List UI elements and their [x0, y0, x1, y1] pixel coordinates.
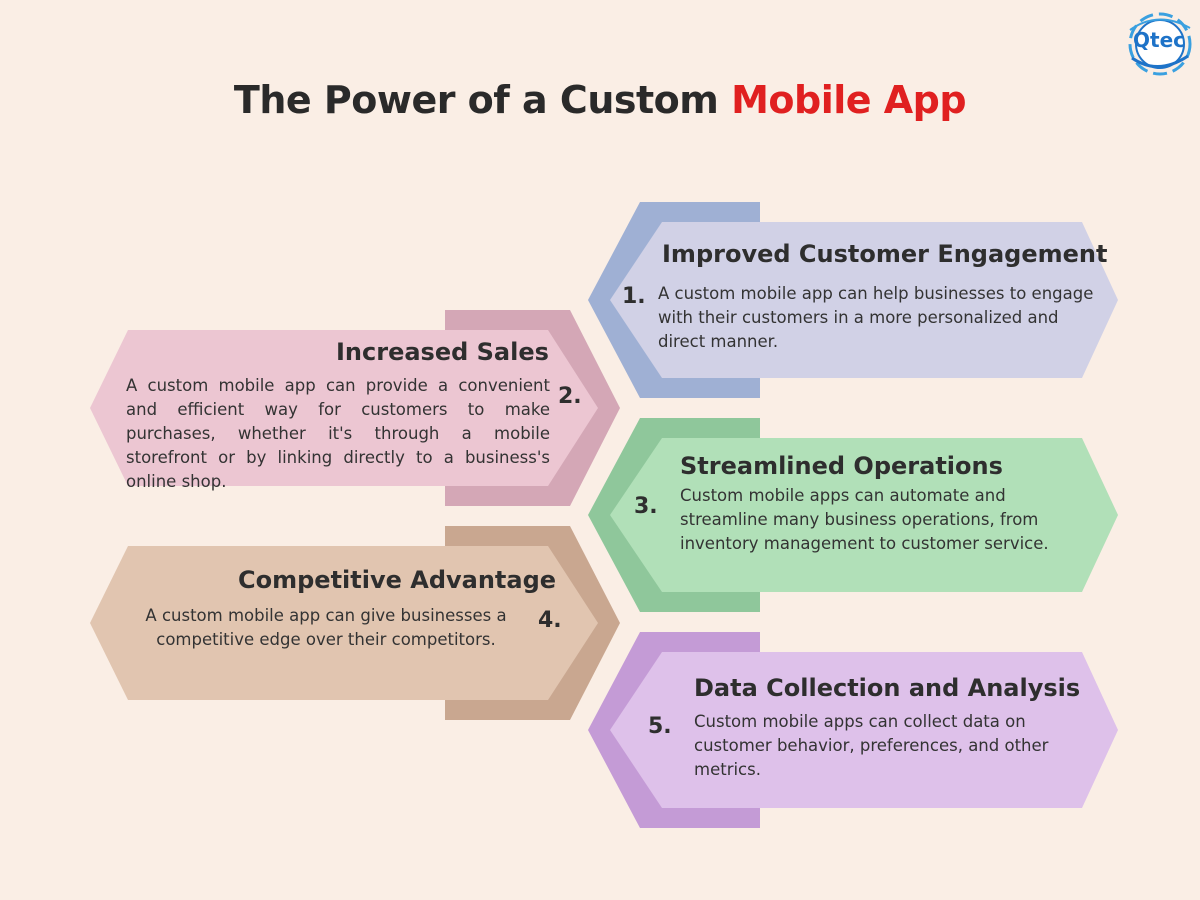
title-main: The Power of a Custom: [233, 78, 719, 122]
card-2-number: 2.: [558, 384, 582, 409]
card-4-number: 4.: [538, 608, 562, 633]
logo-text: Qtec: [1133, 28, 1185, 52]
card-1-title: Improved Customer Engagement: [662, 240, 1108, 268]
card-2-front-shape: [90, 330, 598, 486]
card-5-description: Custom mobile apps can collect data on c…: [694, 712, 1049, 779]
card-4-description: A custom mobile app can give businesses …: [145, 606, 507, 649]
page-title: The Power of a Custom Mobile App: [0, 78, 1200, 122]
card-5-front-shape: [610, 652, 1118, 808]
card-1-description: A custom mobile app can help businesses …: [658, 284, 1094, 351]
card-5-title: Data Collection and Analysis: [694, 674, 1081, 702]
card-3-front-shape: [610, 438, 1118, 592]
card-5-number: 5.: [648, 714, 672, 739]
card-3-description: Custom mobile apps can automate and stre…: [680, 486, 1049, 553]
card-1-number: 1.: [622, 284, 646, 309]
card-4-front-shape: [90, 546, 598, 700]
card-4-title: Competitive Advantage: [238, 566, 557, 594]
title-accent: Mobile App: [731, 78, 967, 122]
card-2-description: A custom mobile app can provide a conven…: [126, 376, 550, 491]
card-1-front-shape: [610, 222, 1118, 378]
card-2-title: Increased Sales: [336, 338, 549, 366]
qtec-logo-icon: [1128, 12, 1192, 76]
card-3-title: Streamlined Operations: [680, 452, 1003, 480]
card-3-number: 3.: [634, 494, 658, 519]
